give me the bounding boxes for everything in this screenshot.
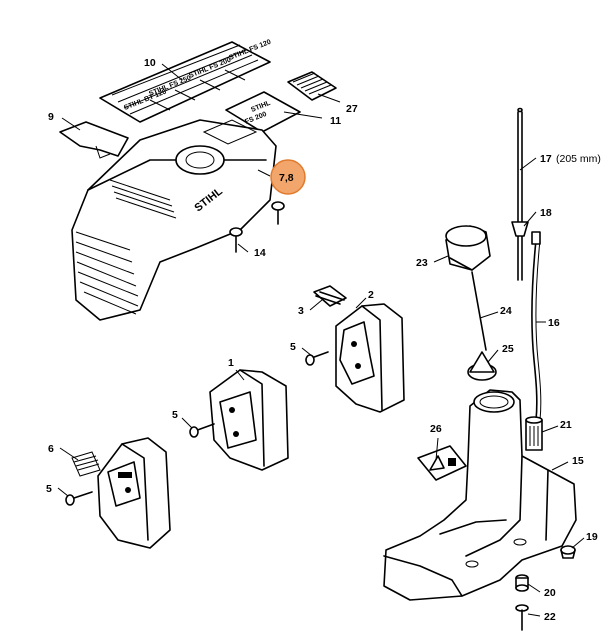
spark-plug-icon <box>313 285 347 307</box>
fuel-pickup-part-25 <box>467 351 497 381</box>
leader-lines <box>57 63 585 617</box>
label-7-8[interactable]: 7,8 <box>279 172 294 184</box>
grommet-part-19 <box>560 545 576 559</box>
warning-label-icon <box>417 445 467 481</box>
screw-icon <box>65 491 93 506</box>
screw-icon <box>189 423 215 438</box>
cover-clip-part-9 <box>59 121 129 159</box>
label-5b: 5 <box>172 409 178 421</box>
label-6: 6 <box>48 443 54 455</box>
label-22: 22 <box>544 611 556 623</box>
screw-icon <box>271 201 285 225</box>
screw-icon <box>515 604 529 631</box>
label-26: 26 <box>430 423 442 435</box>
label-10: 10 <box>144 57 156 69</box>
label-17: 17 <box>540 153 552 165</box>
label-27: 27 <box>346 103 358 115</box>
label-20: 20 <box>544 587 556 599</box>
label-16: 16 <box>548 317 560 329</box>
fuel-tank-icon <box>383 389 577 601</box>
grille-decal-part-27 <box>287 71 337 101</box>
label-14: 14 <box>254 247 266 259</box>
label-18: 18 <box>540 207 552 219</box>
fuel-cap-icon <box>445 225 491 271</box>
decal-sheet-part-10: STIHL FS 120 STIHL FS 200 STIHL FS 250 S… <box>99 39 272 123</box>
engine-shroud: STIHL <box>71 119 277 321</box>
spark-screen-part-6 <box>71 451 101 477</box>
label-25: 25 <box>502 343 514 355</box>
label-2: 2 <box>368 289 374 301</box>
highlight-callout-7-8[interactable] <box>270 159 306 195</box>
model-decal-part-11: STIHL FS 200 <box>225 91 301 133</box>
label-5a: 5 <box>290 341 296 353</box>
fuel-filter-icon <box>525 416 543 451</box>
label-1: 1 <box>228 357 234 369</box>
label-24: 24 <box>500 305 512 317</box>
label-3: 3 <box>298 305 304 317</box>
muffler-part-1 <box>209 369 289 471</box>
fuel-hose-part-16 <box>531 231 542 421</box>
label-23: 23 <box>416 257 428 269</box>
muffler-part-2 <box>335 303 405 413</box>
muffler-part-6 <box>97 437 171 549</box>
fuel-pickup-line-part-24 <box>471 271 487 351</box>
label-19: 19 <box>586 531 598 543</box>
screw-icon <box>229 227 243 253</box>
label-21: 21 <box>560 419 572 431</box>
vent-tube-part-17 <box>517 107 523 281</box>
label-9: 9 <box>48 111 54 123</box>
label-5c: 5 <box>46 483 52 495</box>
bushing-part-20 <box>515 574 529 592</box>
label-15: 15 <box>572 455 584 467</box>
label-11: 11 <box>330 115 341 127</box>
label-17-note: (205 mm) <box>556 153 601 165</box>
